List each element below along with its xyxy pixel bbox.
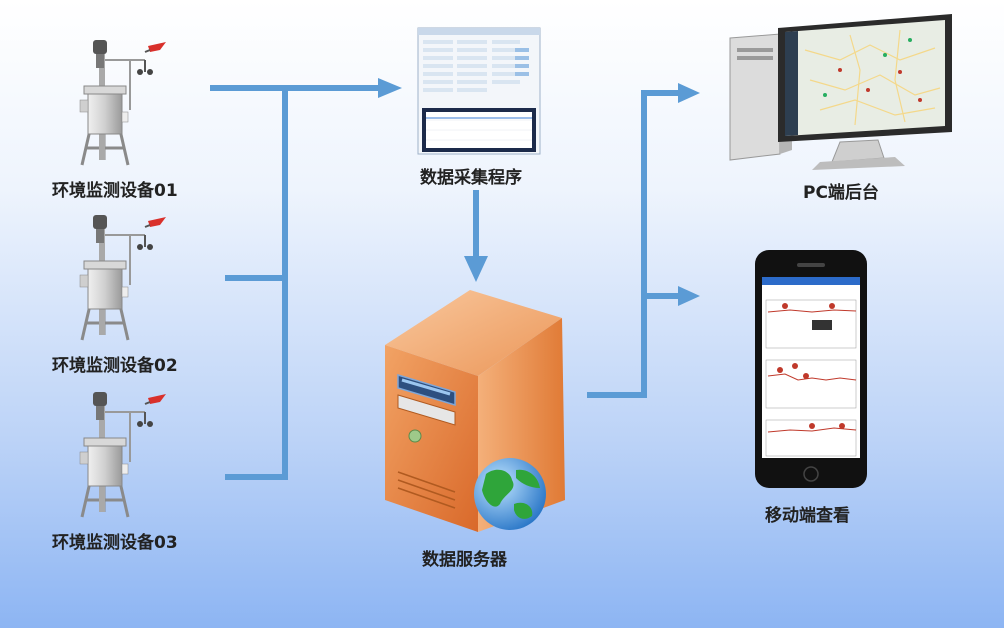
collector-label: 数据采集程序 (420, 168, 522, 188)
monitoring-station-icon (79, 40, 166, 166)
monitoring-station-icon (78, 213, 168, 342)
mobile-label: 移动端查看 (765, 506, 850, 526)
arrow-collector-to-server (464, 190, 488, 282)
monitoring-station-icon (78, 390, 168, 519)
device-02-label: 环境监测设备02 (52, 356, 178, 376)
arrow-to-mobile (678, 286, 700, 306)
arrow-to-pc (678, 83, 700, 103)
device-bus-connector (210, 85, 378, 480)
server-distribution-connector (587, 90, 680, 398)
arrow-to-collector (378, 78, 402, 98)
server-label: 数据服务器 (422, 550, 507, 570)
globe-icon (474, 458, 546, 530)
device-03-label: 环境监测设备03 (52, 533, 178, 553)
software-window-icon (417, 27, 541, 155)
smartphone-icon (755, 250, 867, 488)
desktop-computer-icon (729, 14, 952, 170)
device-01-label: 环境监测设备01 (52, 181, 178, 201)
pc-label: PC端后台 (803, 183, 879, 203)
